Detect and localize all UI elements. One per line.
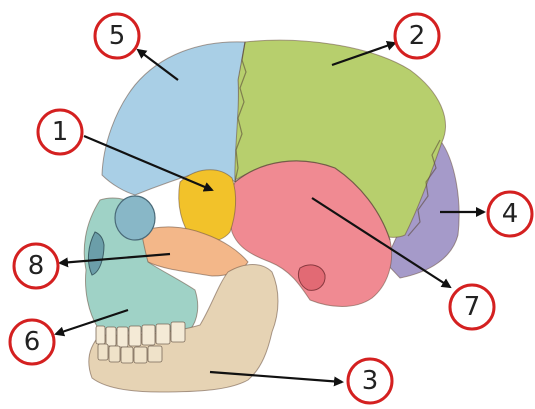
label-number: 8 — [28, 251, 45, 281]
label-number: 1 — [52, 117, 69, 147]
label-number: 2 — [409, 21, 426, 51]
tooth — [106, 327, 116, 346]
label-number: 4 — [502, 199, 519, 229]
tooth — [156, 324, 170, 344]
tooth — [148, 346, 162, 362]
label-1: 1 — [38, 110, 82, 154]
skull — [84, 40, 459, 392]
tooth — [117, 327, 128, 347]
label-7: 7 — [450, 285, 494, 329]
label-4: 4 — [488, 192, 532, 236]
tooth — [109, 346, 120, 362]
label-5: 5 — [95, 14, 139, 58]
tooth — [142, 325, 155, 345]
tooth — [121, 347, 133, 363]
tooth — [129, 326, 141, 346]
tooth — [134, 347, 147, 363]
label-6: 6 — [10, 320, 54, 364]
label-number: 3 — [362, 366, 379, 396]
label-number: 5 — [109, 21, 126, 51]
tooth — [171, 322, 185, 342]
label-2: 2 — [395, 14, 439, 58]
tooth — [96, 326, 105, 344]
tooth — [98, 344, 108, 360]
orbit — [115, 196, 155, 240]
label-3: 3 — [348, 359, 392, 403]
label-number: 6 — [24, 327, 41, 357]
label-number: 7 — [464, 292, 481, 322]
label-8: 8 — [14, 244, 58, 288]
